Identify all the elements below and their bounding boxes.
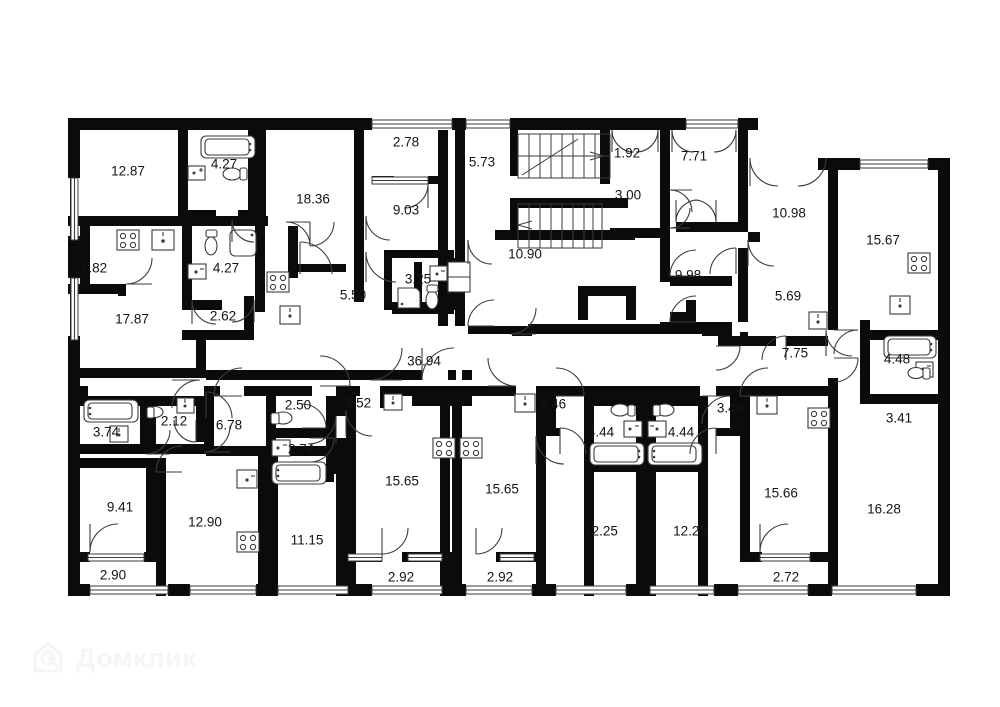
stove-icon <box>116 229 140 251</box>
toilet-icon <box>146 405 164 419</box>
room-area-label: 2.92 <box>487 570 513 585</box>
bathtub-icon <box>200 135 256 159</box>
toilet-icon <box>907 366 931 380</box>
sink-icon <box>889 295 911 315</box>
room-area-label: 9.41 <box>107 500 133 515</box>
room-area-label: 3.46 <box>717 401 743 416</box>
room-area-label: 4.44 <box>668 425 695 440</box>
sink-icon <box>109 425 129 443</box>
sink-icon <box>447 261 471 293</box>
room-area-label: 36.94 <box>407 354 441 369</box>
toilet-icon <box>610 403 636 417</box>
bathtub-icon <box>589 442 645 466</box>
room-area-label: 15.67 <box>866 233 900 248</box>
room-area-label: 12.25 <box>673 524 707 539</box>
toilet-icon <box>222 167 248 181</box>
room-area-label: 5.69 <box>775 289 801 304</box>
room-area-label: 5.50 <box>340 288 366 303</box>
door-layer <box>89 129 859 555</box>
sink-icon <box>808 311 828 330</box>
sink-icon <box>623 420 643 438</box>
room-area-label: 4.27 <box>213 261 239 276</box>
room-area-label: 4.44 <box>588 425 615 440</box>
room-area-label: 5.73 <box>469 155 495 170</box>
bathtub-icon <box>647 442 703 466</box>
room-area-label: 3.41 <box>886 411 912 426</box>
room-area-label: 2.78 <box>393 135 419 150</box>
room-area-label: 3.00 <box>615 188 641 203</box>
bathtub-icon <box>83 399 139 423</box>
room-area-label: 2.74 <box>288 442 315 457</box>
sink-icon <box>383 393 403 411</box>
stove-icon <box>266 271 290 293</box>
room-area-label: 15.65 <box>385 474 419 489</box>
stove-icon <box>236 531 260 553</box>
room-area-label: 17.87 <box>115 312 149 327</box>
room-area-label: 4.27 <box>211 157 237 172</box>
room-area-label: 3.52 <box>345 396 371 411</box>
sink-icon <box>151 229 175 251</box>
room-area-label: 7.75 <box>782 346 808 361</box>
room-area-label: 2.12 <box>161 414 187 429</box>
sink-icon <box>236 469 258 489</box>
room-area-label: 12.25 <box>584 524 618 539</box>
room-area-label: 1.82 <box>81 261 107 276</box>
shower-icon <box>397 287 421 309</box>
room-label-layer: 12.87 4.27 18.36 2.78 9.03 5.73 1.92 3.00 7.71 10… <box>81 135 912 585</box>
room-area-label: 3.25 <box>405 272 431 287</box>
toilet-icon <box>270 411 293 425</box>
toilet-icon <box>425 284 439 310</box>
sink-icon <box>756 395 778 415</box>
stove-icon <box>807 407 831 429</box>
room-area-label: 2.50 <box>285 398 311 413</box>
toilet-icon <box>652 403 675 417</box>
room-area-label: 2.62 <box>210 309 236 324</box>
sink-icon <box>176 397 195 414</box>
room-area-label: 9.03 <box>393 203 419 218</box>
room-area-label: 10.98 <box>772 206 806 221</box>
sink-icon <box>187 263 207 280</box>
room-area-label: 11.15 <box>291 533 324 548</box>
staircase-icon <box>516 133 611 249</box>
stove-icon <box>432 437 456 459</box>
sink-icon <box>647 420 667 438</box>
room-area-label: 7.71 <box>681 149 707 164</box>
bathtub-icon <box>883 335 937 359</box>
sink-icon <box>187 165 206 181</box>
shower-icon <box>229 229 257 257</box>
room-area-label: 2.90 <box>100 568 126 583</box>
room-area-label: 12.90 <box>188 515 222 530</box>
bathtub-icon <box>271 461 327 485</box>
room-area-label: 15.65 <box>485 482 519 497</box>
wall-layer <box>68 118 950 596</box>
stove-icon <box>459 437 483 459</box>
toilet-icon <box>204 229 218 256</box>
room-area-label: 10.90 <box>508 247 542 262</box>
room-area-label: 12.87 <box>111 164 145 179</box>
sink-icon <box>271 439 291 457</box>
room-area-label: 1.92 <box>614 146 640 161</box>
stove-icon <box>907 252 931 274</box>
room-area-label: 18.36 <box>296 192 330 207</box>
window-layer <box>70 119 929 595</box>
room-area-label: 2.92 <box>388 570 414 585</box>
sink-icon <box>429 265 448 282</box>
room-area-label: 2.72 <box>773 570 799 585</box>
room-area-label: 4.48 <box>884 352 910 367</box>
room-area-label: 9.98 <box>675 268 701 283</box>
room-area-label: 15.66 <box>764 486 798 501</box>
sink-icon <box>514 393 536 413</box>
sink-icon <box>279 305 301 325</box>
room-area-label: 16.28 <box>867 502 901 517</box>
room-area-label: 3.46 <box>540 397 566 412</box>
room-area-label: 6.78 <box>216 418 242 433</box>
room-area-label: 3.74 <box>93 425 120 440</box>
fixture-layer <box>83 135 937 553</box>
